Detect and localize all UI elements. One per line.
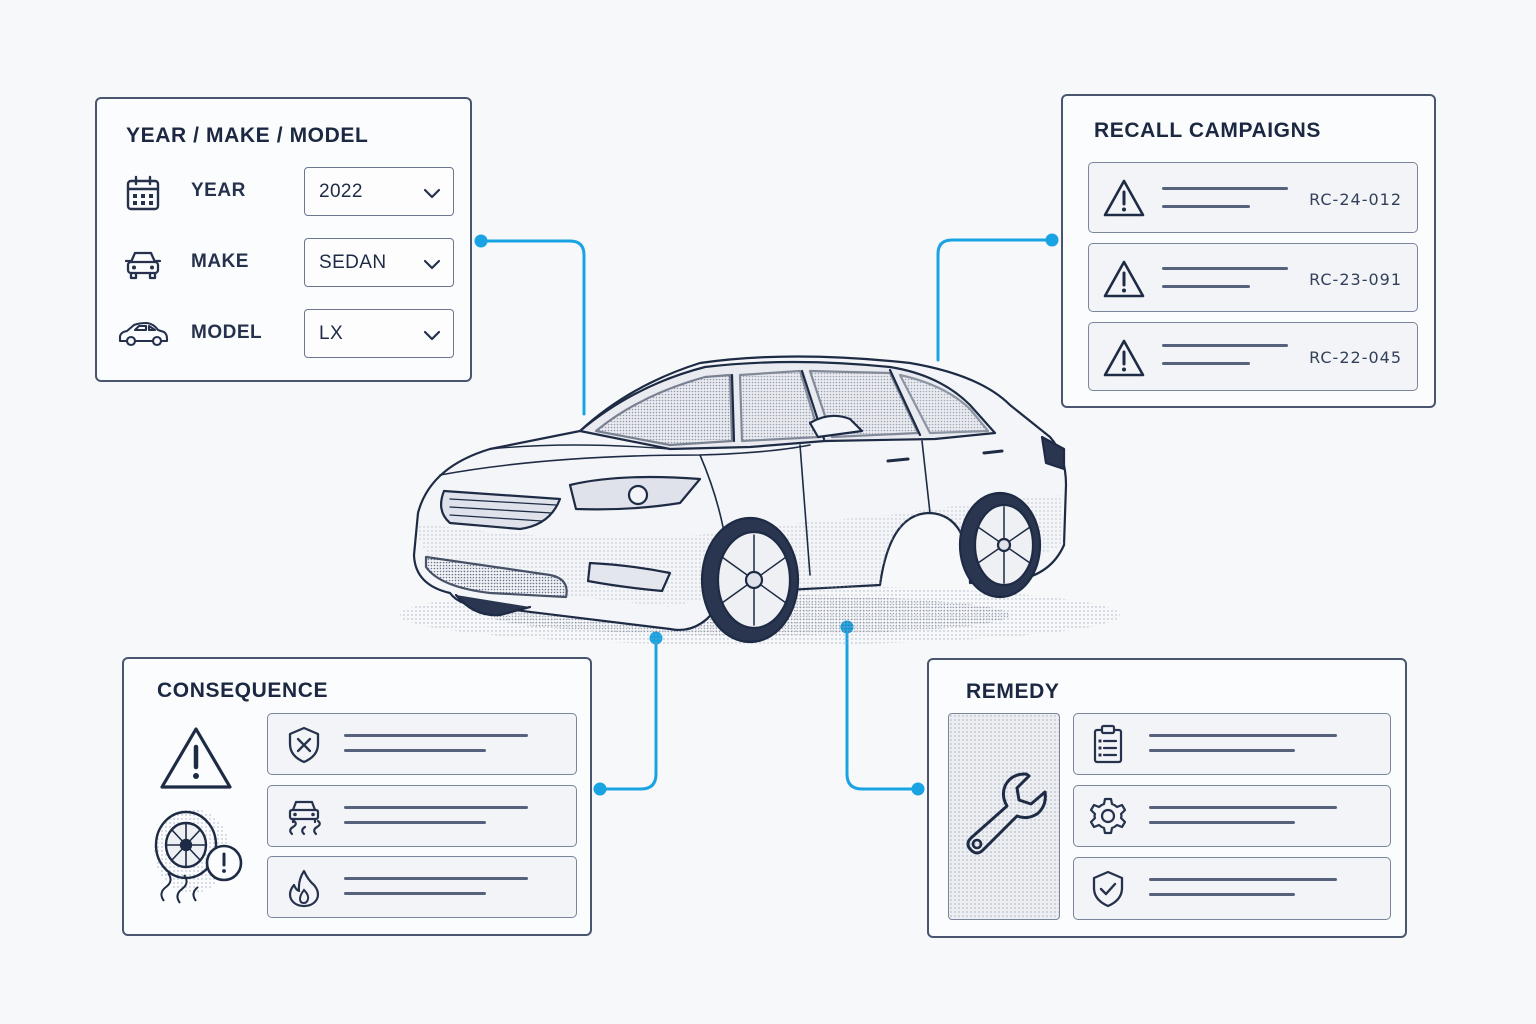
year-label: YEAR bbox=[191, 180, 246, 201]
text-placeholder-line bbox=[344, 734, 528, 737]
text-placeholder-line bbox=[1162, 267, 1288, 270]
wrench-icon bbox=[966, 772, 1047, 855]
calendar-icon bbox=[126, 175, 160, 211]
connector-dot bbox=[911, 782, 925, 796]
text-placeholder-line bbox=[344, 806, 528, 809]
clipboard-icon bbox=[1093, 724, 1123, 764]
chevron-down-icon bbox=[423, 330, 441, 341]
remedy-item[interactable] bbox=[1073, 713, 1391, 775]
consequence-item[interactable] bbox=[267, 785, 577, 847]
panel-title: YEAR / MAKE / MODEL bbox=[126, 124, 369, 147]
warning-icon bbox=[1103, 179, 1145, 217]
tire-warning-icon bbox=[154, 809, 243, 904]
text-placeholder-line bbox=[1162, 205, 1250, 208]
text-placeholder-line bbox=[344, 892, 486, 895]
text-placeholder-line bbox=[1162, 187, 1288, 190]
recall-campaigns-panel: RECALL CAMPAIGNS RC-24-012 RC-23-091 RC-… bbox=[1061, 94, 1436, 408]
year-value: 2022 bbox=[319, 181, 363, 202]
text-placeholder-line bbox=[1149, 878, 1337, 881]
connector-dot bbox=[474, 234, 488, 248]
text-placeholder-line bbox=[1149, 893, 1295, 896]
make-label: MAKE bbox=[191, 251, 249, 272]
text-placeholder-line bbox=[1149, 734, 1337, 737]
model-label: MODEL bbox=[191, 322, 263, 343]
connector-dot bbox=[1045, 233, 1059, 247]
warning-icon bbox=[160, 727, 232, 789]
make-row: MAKE SEDAN bbox=[97, 238, 470, 288]
text-placeholder-line bbox=[1162, 285, 1250, 288]
remedy-item[interactable] bbox=[1073, 785, 1391, 847]
connector-dot bbox=[593, 782, 607, 796]
recall-item[interactable]: RC-24-012 bbox=[1088, 162, 1418, 233]
remedy-item[interactable] bbox=[1073, 857, 1391, 920]
model-select[interactable]: LX bbox=[304, 309, 454, 358]
recall-code: RC-24-012 bbox=[1309, 190, 1402, 209]
text-placeholder-line bbox=[344, 877, 528, 880]
model-row: MODEL LX bbox=[97, 309, 470, 359]
text-placeholder-line bbox=[344, 749, 486, 752]
text-placeholder-line bbox=[344, 821, 486, 824]
car-front-icon bbox=[124, 251, 162, 280]
consequence-panel: CONSEQUENCE bbox=[122, 657, 592, 936]
text-placeholder-line bbox=[1162, 344, 1288, 347]
connector-recall bbox=[936, 238, 1054, 362]
sedan-car-illustration bbox=[400, 355, 1120, 645]
year-select[interactable]: 2022 bbox=[304, 167, 454, 216]
chevron-down-icon bbox=[423, 188, 441, 199]
text-placeholder-line bbox=[1149, 749, 1295, 752]
text-placeholder-line bbox=[1149, 806, 1337, 809]
connector-consequence bbox=[598, 636, 658, 791]
shield-x-icon bbox=[288, 726, 320, 764]
chevron-down-icon bbox=[423, 259, 441, 270]
consequence-item[interactable] bbox=[267, 713, 577, 775]
recall-code: RC-23-091 bbox=[1309, 270, 1402, 289]
recall-item[interactable]: RC-23-091 bbox=[1088, 243, 1418, 312]
connector-remedy bbox=[845, 625, 920, 791]
make-value: SEDAN bbox=[319, 252, 387, 273]
panel-title: CONSEQUENCE bbox=[157, 679, 329, 702]
panel-title: REMEDY bbox=[966, 680, 1060, 703]
wrench-illustration bbox=[948, 713, 1060, 920]
panel-title: RECALL CAMPAIGNS bbox=[1094, 119, 1321, 142]
model-value: LX bbox=[319, 323, 344, 344]
recall-item[interactable]: RC-22-045 bbox=[1088, 322, 1418, 391]
year-row: YEAR 2022 bbox=[97, 167, 470, 217]
consequence-item[interactable] bbox=[267, 856, 577, 918]
connector-ymm bbox=[479, 239, 586, 416]
gear-icon bbox=[1089, 797, 1127, 835]
fire-icon bbox=[288, 869, 320, 908]
year-make-model-panel: YEAR / MAKE / MODEL YEAR 2022 bbox=[95, 97, 472, 382]
shield-check-icon bbox=[1092, 870, 1124, 908]
text-placeholder-line bbox=[1162, 362, 1250, 365]
make-select[interactable]: SEDAN bbox=[304, 238, 454, 287]
car-side-icon bbox=[118, 321, 169, 347]
car-skid-icon bbox=[288, 800, 321, 836]
recall-code: RC-22-045 bbox=[1309, 348, 1402, 367]
warning-icon bbox=[1103, 339, 1145, 377]
remedy-panel: REMEDY bbox=[927, 658, 1407, 938]
text-placeholder-line bbox=[1149, 821, 1295, 824]
warning-icon bbox=[1103, 260, 1145, 298]
